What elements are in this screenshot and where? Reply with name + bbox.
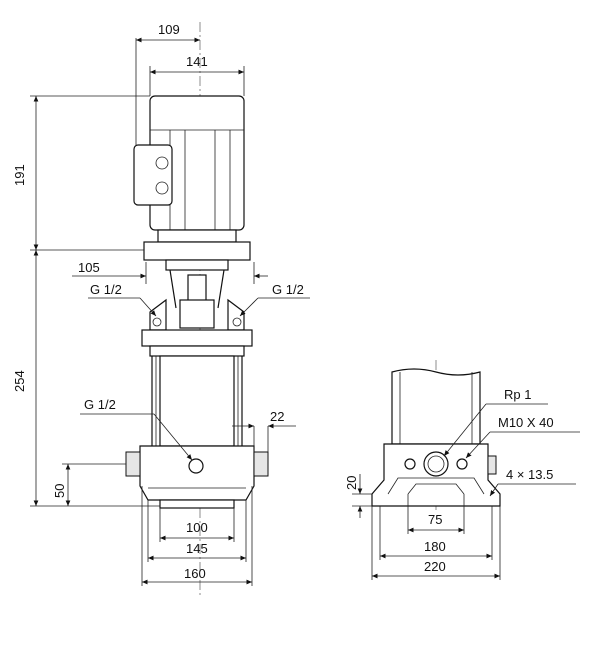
terminal-box xyxy=(133,144,173,206)
terminal-gland-bottom xyxy=(155,181,169,195)
dim-254: 254 xyxy=(12,370,27,392)
side-dim-180: 180 xyxy=(424,539,446,554)
dim-50: 50 xyxy=(52,484,67,498)
side-rp1-label: Rp 1 xyxy=(504,387,531,402)
pump-head-plate xyxy=(141,329,253,347)
port-g-left: G 1/2 xyxy=(90,282,122,297)
side-dim-75: 75 xyxy=(428,512,442,527)
terminal-gland-top xyxy=(155,156,169,170)
coupling-guard xyxy=(179,299,215,329)
inlet-flange xyxy=(125,451,141,477)
pump-sleeve xyxy=(159,355,235,447)
side-dim-20: 20 xyxy=(344,476,359,490)
dim-191: 191 xyxy=(12,164,27,186)
side-plug xyxy=(487,455,497,475)
front-view: 109 141 191 254 50 105 G 1/2 G 1/2 xyxy=(12,22,310,595)
drain-plug xyxy=(188,458,204,474)
dim-22: 22 xyxy=(270,409,284,424)
side-port-rp1 xyxy=(423,451,449,477)
side-holes-label: 4 × 13.5 xyxy=(506,467,553,482)
side-sleeve xyxy=(391,368,481,445)
pump-head xyxy=(141,329,253,447)
side-dim-220: 220 xyxy=(424,559,446,574)
motor xyxy=(133,95,251,261)
dim-145: 145 xyxy=(186,541,208,556)
side-m10-label: M10 X 40 xyxy=(498,415,554,430)
port-g-lower: G 1/2 xyxy=(84,397,116,412)
side-bolt-left xyxy=(404,458,416,470)
motor-flange xyxy=(143,241,251,261)
base-foot xyxy=(159,499,235,509)
pump-base xyxy=(125,445,269,509)
outlet-flange xyxy=(253,451,269,477)
port-g-right: G 1/2 xyxy=(272,282,304,297)
coupling xyxy=(149,259,245,331)
dim-141: 141 xyxy=(186,54,208,69)
dim-109: 109 xyxy=(158,22,180,37)
side-bolt-right xyxy=(456,458,468,470)
dim-160: 160 xyxy=(184,566,206,581)
side-view: Rp 1 M10 X 40 4 × 13.5 20 75 180 220 xyxy=(344,360,580,580)
dim-100: 100 xyxy=(186,520,208,535)
dim-105: 105 xyxy=(78,260,100,275)
